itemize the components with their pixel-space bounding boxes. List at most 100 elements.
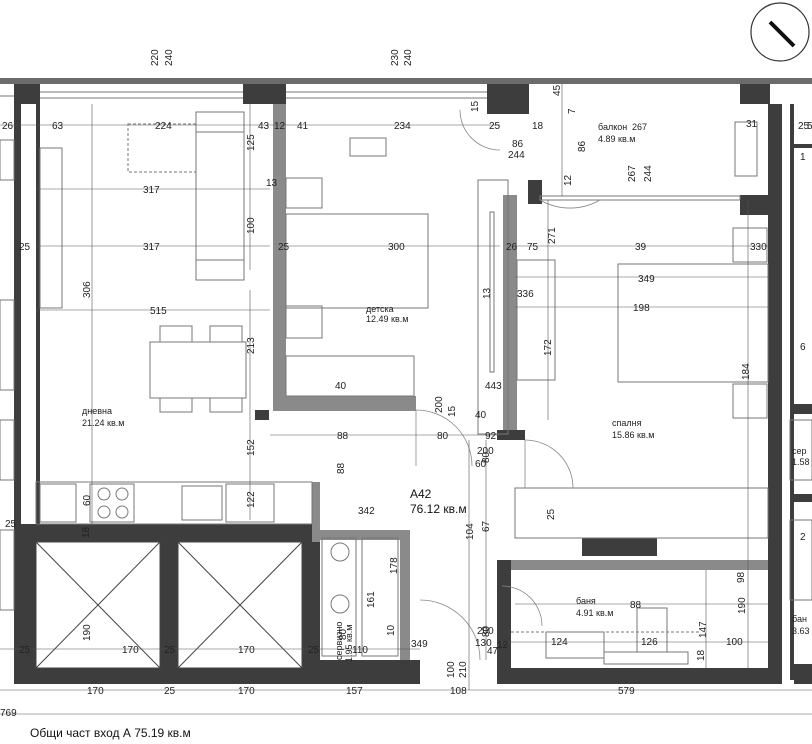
dimension-label: 170	[238, 645, 255, 656]
dimension-label: 100	[246, 217, 257, 234]
room-name-storage: сервизно	[334, 622, 344, 660]
dimension-label: 198	[633, 303, 650, 314]
dimension-label: 98	[736, 571, 747, 583]
dimension-label: 342	[358, 506, 375, 517]
dimension-label: 147	[698, 621, 709, 638]
room-area-balcony: 4.89 кв.м	[598, 134, 635, 144]
dimension-label: 7	[567, 108, 578, 114]
dimension-label: 25	[19, 242, 31, 253]
apartment-area: 76.12 кв.м	[410, 502, 467, 516]
room-name-kids: детска	[366, 304, 394, 314]
dimension-label: 317	[143, 242, 160, 253]
room-area-bedroom: 15.86 кв.м	[612, 430, 654, 440]
dimension-label: 210	[458, 661, 469, 678]
dimension-label: 161	[366, 591, 377, 608]
dimension-label: 2	[800, 532, 806, 543]
dimension-label: 6	[800, 342, 806, 353]
dimension-label: 39	[635, 242, 647, 253]
dimension-label: 80	[338, 628, 349, 640]
dimension-label: 75	[527, 242, 539, 253]
dimension-label: 271	[547, 227, 558, 244]
dimension-label: 52	[807, 121, 812, 132]
dimension-label: 86	[577, 140, 588, 152]
dimension-label: 26	[2, 121, 14, 132]
dimension-label: 306	[82, 281, 93, 298]
dimension-label: 43	[258, 121, 270, 132]
dimension-label: 234	[394, 121, 411, 132]
dimension-label: 515	[150, 306, 167, 317]
room-area-storage: 1.95 кв.м	[344, 625, 354, 662]
dimension-label: 336	[517, 289, 534, 300]
dimension-label: 88	[337, 431, 349, 442]
room-dim-balcony: 267	[632, 122, 647, 132]
dimension-label: 25	[164, 686, 176, 697]
dimension-label: 88	[336, 462, 347, 474]
dimension-label: 25	[5, 519, 17, 530]
dimension-label: 13	[482, 287, 493, 299]
dimension-label: 267	[627, 165, 638, 182]
dimension-label: 25	[278, 242, 290, 253]
dimension-label: 240	[403, 49, 414, 66]
dimension-label: 25	[308, 645, 320, 656]
dimension-label: 157	[346, 686, 363, 697]
footer-common-area: Общи част вход А 75.19 кв.м	[30, 726, 191, 740]
dimension-label: 200	[477, 626, 494, 637]
dimension-label: 18	[696, 649, 707, 661]
dimension-label: 26	[506, 242, 518, 253]
dimension-label: 80	[481, 625, 492, 637]
dimension-label: 1	[800, 152, 806, 163]
dimension-label: 122	[246, 491, 257, 508]
dimension-label: 110	[352, 645, 368, 656]
room-area-kids: 12.49 кв.м	[366, 314, 408, 324]
elevator-shafts	[35, 541, 303, 669]
dimension-label: 47	[487, 646, 499, 657]
door-swings	[415, 109, 601, 661]
dimension-label: 40	[475, 410, 487, 421]
dimension-label: 25	[546, 508, 557, 520]
dimension-label: 40	[335, 381, 347, 392]
dimension-label: 100	[726, 637, 743, 648]
dimension-label: 125	[246, 134, 257, 151]
dimension-label: 25	[489, 121, 501, 132]
dimension-label: 230	[390, 49, 401, 66]
dimension-label: 126	[641, 637, 658, 648]
structural-walls	[0, 78, 812, 684]
dimension-label: 220	[150, 49, 161, 66]
dimension-label: 45	[552, 84, 563, 96]
dimension-label: 130	[475, 638, 492, 649]
dimension-label: 244	[508, 150, 525, 161]
dimension-label: 60	[475, 459, 487, 470]
room-area-living: 21.24 кв.м	[82, 418, 124, 428]
dimension-label: 300	[388, 242, 405, 253]
dimension-label: 108	[450, 686, 467, 697]
dimension-label: 190	[82, 624, 93, 641]
room-name-bedroom: спалня	[612, 418, 642, 428]
dimension-label: 124	[551, 637, 568, 648]
room-name-right-service: сер	[792, 446, 807, 456]
dimension-label: 18	[81, 526, 92, 538]
dimension-label: 152	[246, 439, 257, 456]
room-name-living: дневна	[82, 406, 112, 416]
dimension-label: 63	[52, 121, 64, 132]
dimension-lines	[0, 84, 812, 715]
room-area-bath: 4.91 кв.м	[576, 608, 613, 618]
dimension-label: 12	[274, 121, 286, 132]
dimension-label: 15	[470, 100, 481, 112]
dimension-label: 213	[246, 337, 257, 354]
dimension-label: 88	[630, 600, 642, 611]
dimension-label: 25	[164, 645, 176, 656]
dimension-label: 178	[389, 557, 400, 574]
dimension-label: 349	[411, 639, 428, 650]
dimension-label: 67	[481, 520, 492, 532]
dimension-label: 12	[497, 640, 509, 651]
dimension-label: 104	[465, 523, 476, 540]
dimension-label: 172	[543, 339, 554, 356]
interior-outlines	[0, 91, 812, 665]
room-labels: дневна 21.24 кв.м детска 12.49 кв.м спал…	[82, 122, 810, 662]
dimension-label: 25	[798, 121, 810, 132]
room-name-right-bath: бан	[792, 614, 807, 624]
dimension-label: 200	[434, 396, 445, 413]
dimension-label: 12	[563, 174, 574, 186]
dimension-label: 200	[477, 446, 494, 457]
